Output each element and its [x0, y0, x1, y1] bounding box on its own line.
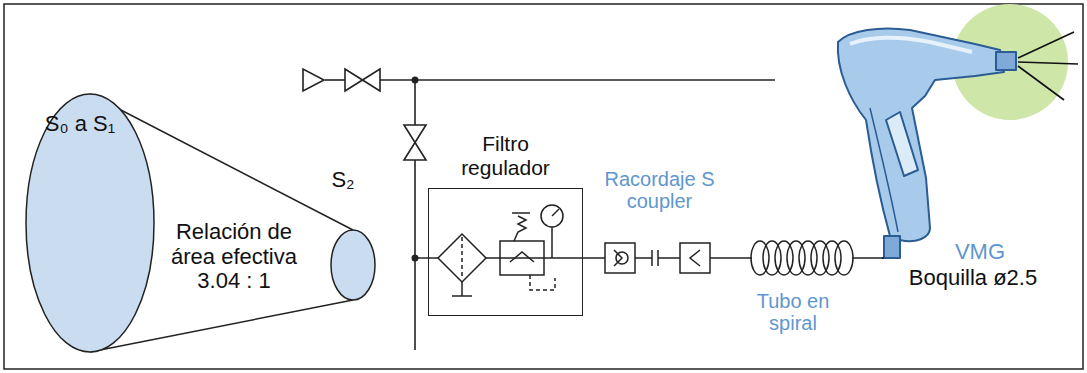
- spiral-tube: [742, 241, 882, 275]
- area-label: S₂: [318, 168, 368, 193]
- air-rays: [1018, 32, 1078, 100]
- s-coupler-symbol: [605, 243, 742, 273]
- supply-line: [303, 69, 775, 350]
- frame: [4, 4, 1083, 369]
- area-label: S₀ a S₁: [30, 112, 130, 137]
- node-heading: Filtro regulador: [450, 132, 562, 179]
- ratio-text: Relación de área efectiva 3.04 : 1: [160, 220, 308, 294]
- filter-regulator-symbol: [415, 205, 605, 296]
- blow-gun-illustration: [838, 29, 1016, 259]
- model-label: VMG: [940, 240, 1020, 265]
- filter-regulator-box: Filtro regulador: [428, 128, 583, 316]
- nozzle-label: Boquilla ø2.5: [868, 266, 1078, 291]
- junction-dot: [412, 77, 419, 84]
- filter-regulator-outline: [428, 188, 583, 316]
- part-label: Tubo en spiral: [748, 290, 838, 335]
- part-label: Racordaje S coupler: [602, 168, 717, 213]
